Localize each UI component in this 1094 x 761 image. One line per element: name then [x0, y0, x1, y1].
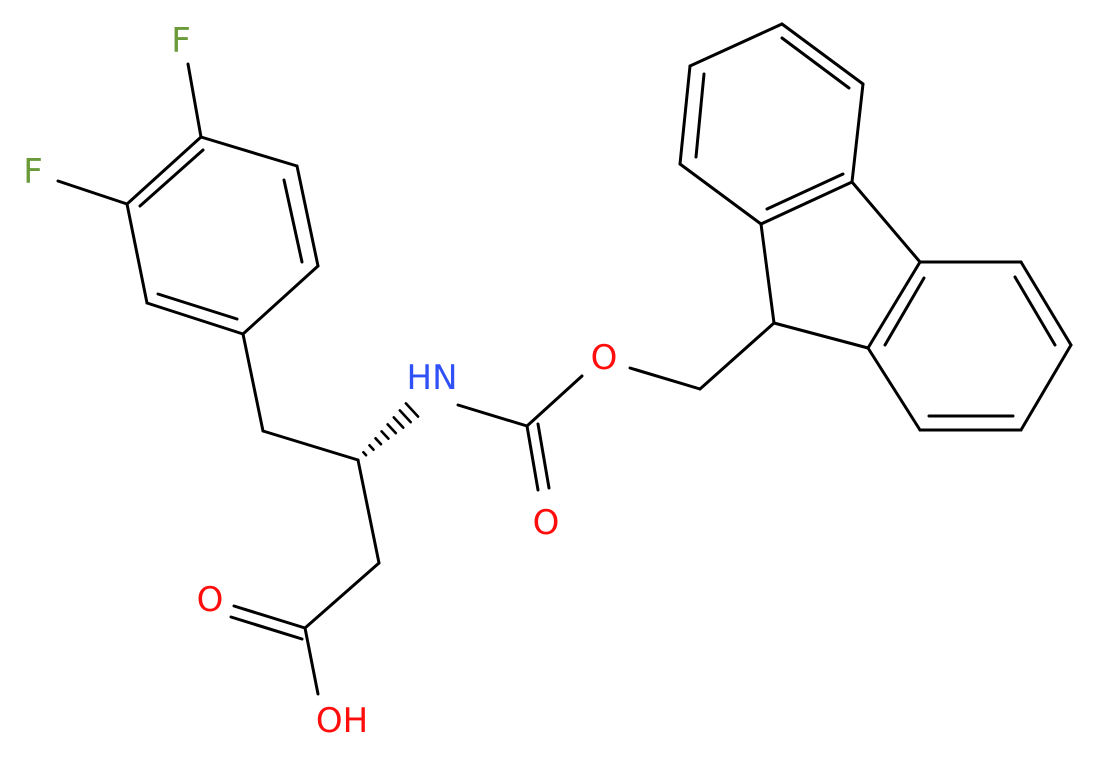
c-o-bond [525, 374, 584, 428]
atom-label-fluorine-left: F [23, 152, 43, 192]
backbone-bond [356, 458, 381, 565]
five-ring-bond [850, 180, 922, 264]
ring-inner-bond [156, 292, 239, 321]
atom-label-carbonyl-oxygen: O [533, 503, 560, 543]
ch2-bond [241, 332, 265, 433]
backbone-bond [261, 429, 360, 462]
five-ring-bond [759, 180, 854, 226]
ch2-ch-bond [698, 321, 776, 391]
ring-bond [125, 202, 149, 305]
c-f-bond [56, 179, 129, 206]
ring-bond [145, 301, 245, 336]
lower-ring-bond [1019, 343, 1073, 432]
stereo-hash-line [404, 402, 420, 418]
ring-inner-bond [138, 148, 205, 208]
c-o-double-bond [229, 615, 304, 641]
c-o-double-bond [536, 422, 551, 490]
n-c-bond [456, 403, 529, 428]
stereo-hash-line [380, 430, 390, 440]
five-ring-bond [866, 260, 922, 350]
atom-label-acid-oxygen: O [197, 580, 224, 620]
lower-ring-bond [866, 346, 922, 432]
upper-ring-inner-bond [765, 172, 845, 211]
stereo-hash-line [392, 416, 405, 429]
upper-ring-inner-bond [780, 36, 851, 90]
o-ch2-bond [628, 366, 702, 391]
ring-bond [199, 135, 299, 168]
stereo-hash-line [362, 450, 368, 457]
ring-bond [125, 135, 203, 206]
atom-label-layer: F F HN O O O OH [23, 21, 617, 741]
upper-ring-bond [688, 22, 784, 68]
c-f-bond [186, 62, 203, 139]
atom-label-fluorine-top: F [171, 21, 191, 61]
bond-layer [56, 22, 1073, 696]
c-o-bond [525, 424, 540, 492]
stereo-hash-line [398, 409, 412, 424]
ring-bond [295, 164, 320, 268]
atom-label-hydroxyl: OH [316, 701, 368, 741]
ring-bond [241, 264, 320, 336]
upper-ring-bond [850, 82, 865, 184]
ring-inner-bond [282, 178, 304, 264]
atom-label-ester-oxygen: O [591, 338, 618, 378]
stereo-hash-line [386, 423, 398, 435]
five-ring-bond [759, 222, 776, 325]
stereo-hash-line [374, 437, 383, 446]
lower-ring-inner-bond [1013, 275, 1057, 347]
lower-ring-bond [1019, 260, 1073, 347]
stereo-hash-line [368, 443, 375, 452]
c-o-bond [232, 604, 307, 630]
upper-ring-inner-bond [694, 72, 706, 159]
lower-ring-inner-bond [883, 276, 926, 347]
atom-label-nh: HN [407, 358, 458, 398]
upper-ring-bond [780, 22, 865, 86]
five-ring-bond [772, 321, 870, 350]
upper-ring-bond [678, 162, 763, 226]
upper-ring-bond [678, 64, 692, 166]
backbone-bond [303, 561, 381, 630]
c-oh-bond [303, 626, 320, 696]
